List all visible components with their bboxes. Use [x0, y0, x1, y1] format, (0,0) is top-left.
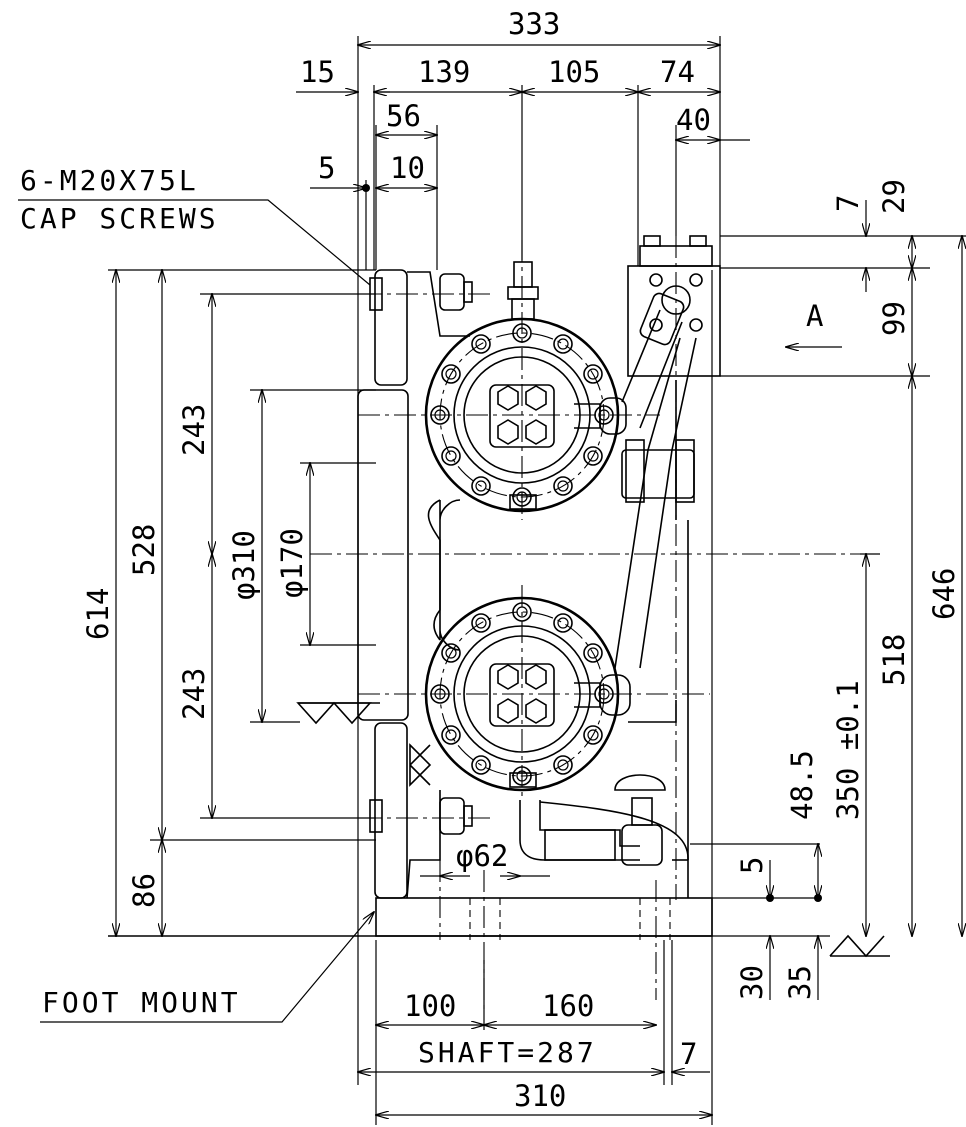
dim-99: 99: [877, 301, 911, 336]
notes: 6-M20X75L CAP SCREWS FOOT MOUNT A SHAFT=…: [20, 164, 823, 1069]
shaft-label: SHAFT=287: [418, 1036, 597, 1069]
lower-flange-bolts: [430, 602, 614, 786]
dim-30: 30: [735, 965, 769, 1000]
dim-243-bottom: 243: [177, 668, 211, 720]
view-a-label: A: [806, 299, 823, 333]
dim-7-bottom: 7: [680, 1037, 697, 1071]
dim-74: 74: [660, 55, 695, 89]
dim-15: 15: [300, 55, 335, 89]
hidden-lines: [452, 897, 690, 940]
dim-614: 614: [81, 588, 115, 640]
dim-646: 646: [927, 568, 961, 620]
dim-35: 35: [783, 965, 817, 1000]
dim-5-top: 5: [318, 151, 335, 185]
dim-350: 350 ±0.1: [831, 680, 865, 820]
dim-518: 518: [877, 634, 911, 686]
dim-phi-170: φ170: [275, 528, 309, 598]
cap-screws-spec: 6-M20X75L: [20, 164, 199, 197]
dim-29: 29: [877, 179, 911, 214]
dim-333: 333: [508, 7, 560, 41]
dim-310-base: 310: [514, 1079, 566, 1113]
dim-86: 86: [127, 873, 161, 908]
dim-phi-62: φ62: [456, 839, 508, 873]
side-piping: [519, 235, 721, 866]
dim-100: 100: [404, 989, 456, 1023]
dim-5-right: 5: [735, 857, 769, 874]
center-lines: [310, 236, 880, 1010]
foot-mount-label: FOOT MOUNT: [42, 986, 241, 1019]
dimension-dots: [362, 184, 822, 902]
dim-105: 105: [548, 55, 600, 89]
dim-528: 528: [127, 524, 161, 576]
cap-screws-label: CAP SCREWS: [20, 202, 219, 235]
dim-139: 139: [418, 55, 470, 89]
dim-10: 10: [390, 151, 425, 185]
dim-243-top: 243: [177, 404, 211, 456]
dim-160: 160: [542, 989, 594, 1023]
extension-lines: [108, 36, 966, 1125]
dim-40: 40: [676, 103, 711, 137]
surface-finish-symbols: [296, 701, 890, 958]
dim-7-top: 7: [831, 195, 865, 212]
dim-phi-310: φ310: [227, 530, 261, 600]
dim-48-5: 48.5: [785, 750, 819, 820]
dimension-labels: 333 15 139 105 74 56 40 5 10 7 29 99 646…: [81, 7, 961, 1113]
dimension-lines: [18, 45, 962, 1115]
dim-56: 56: [386, 99, 421, 133]
